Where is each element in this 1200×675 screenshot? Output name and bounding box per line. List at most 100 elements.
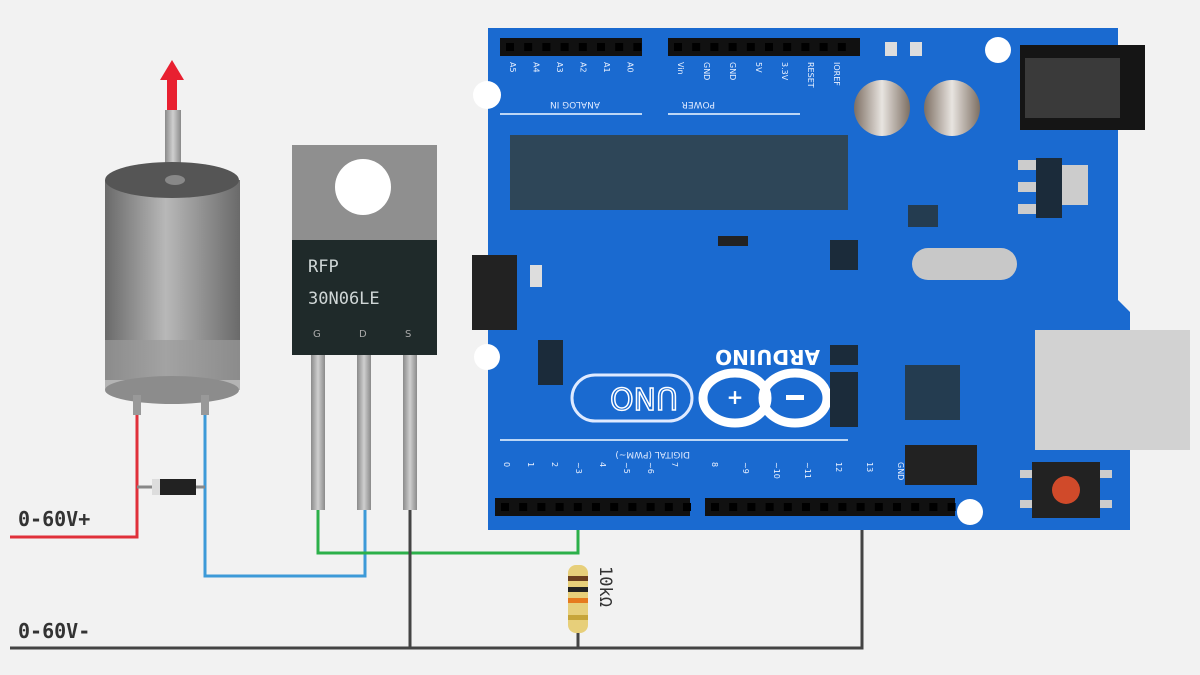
reset-button[interactable] [1020,462,1112,518]
pin-label: A4 [532,62,541,73]
pin-label: GND [896,462,905,480]
pin-label: IOREF [832,62,841,86]
pin-label: 12 [834,462,843,472]
wire-positive [10,400,139,539]
pin-label: A1 [602,62,611,73]
pin-label: Vin [676,62,685,75]
header-pin-socket[interactable] [929,503,938,511]
header-pin-socket[interactable] [615,43,624,51]
resistor: 10kΩ [568,565,615,633]
pin-label: GND [702,62,711,80]
header-pin-socket[interactable] [542,43,551,51]
analog-header [500,38,642,56]
flyback-diode [152,479,196,495]
header-pin-socket[interactable] [729,503,738,511]
header-pin-socket[interactable] [711,503,719,511]
pin-label: 5V [754,62,763,73]
header-pin-socket[interactable] [856,503,865,511]
atmega-chip [510,135,848,210]
header-pin-socket[interactable] [519,503,528,511]
header-pin-socket[interactable] [947,503,956,511]
capacitor [854,80,910,136]
mosfet-pin-d: D [359,329,367,340]
header-pin-socket[interactable] [820,503,829,511]
pin-label: A2 [579,62,588,73]
power-label: POWER [682,99,715,109]
header-pin-socket[interactable] [674,43,682,51]
rotation-arrow-icon [160,60,184,110]
header-pin-socket[interactable] [837,43,846,51]
arduino-model: UNO [610,380,678,415]
header-pin-socket[interactable] [765,43,773,51]
pin-label: A3 [555,62,564,73]
header-pin-socket[interactable] [524,43,533,51]
dc-motor [105,60,240,415]
header-pin-socket[interactable] [746,43,755,51]
pin-label: GND [728,62,737,80]
header-pin-socket[interactable] [578,43,587,51]
header-pin-socket[interactable] [573,503,582,511]
header-pin-socket[interactable] [597,43,605,51]
digital-header-high [705,498,955,516]
header-pin-socket[interactable] [610,503,619,511]
pin-label: 0 [502,462,511,467]
pin-label: A0 [626,62,635,73]
pin-label: ~10 [772,462,781,479]
header-pin-socket[interactable] [633,43,642,51]
pin-label: ~9 [741,462,750,474]
pin-label: 13 [865,462,874,472]
pin-label: 3.3V [780,62,789,81]
header-pin-socket[interactable] [710,43,719,51]
crystal [912,248,1017,280]
svg-text:+: + [727,385,744,409]
analog-in-label: ANALOG IN [550,99,600,109]
mosfet-pin-g: G [313,329,321,340]
header-pin-socket[interactable] [893,503,901,511]
arduino-brand: ARDUINO [715,345,820,369]
header-pin-socket[interactable] [783,43,792,51]
pin-label: 7 [670,462,679,467]
supply-negative-label: 0-60V- [18,619,90,643]
header-pin-socket[interactable] [683,503,691,511]
header-pin-socket[interactable] [765,503,774,511]
header-pin-socket[interactable] [747,503,756,511]
header-pin-socket[interactable] [911,503,920,511]
header-pin-socket[interactable] [537,503,546,511]
header-pin-socket[interactable] [506,43,514,51]
pin-label: ~11 [803,462,812,479]
pin-label: 8 [710,462,719,467]
capacitor [924,80,980,136]
digital-label: DIGITAL (PWM~) [615,449,690,459]
pin-label: ~5 [622,462,631,474]
header-pin-socket[interactable] [628,503,637,511]
usb-port [1035,330,1190,450]
header-pin-socket[interactable] [819,43,828,51]
supply-positive-label: 0-60V+ [18,507,90,531]
pin-label: ~6 [646,462,655,474]
wire-motor-drain [203,400,367,578]
header-pin-socket[interactable] [501,503,509,511]
header-pin-socket[interactable] [560,43,569,51]
pin-label: RESET [806,62,815,88]
header-pin-socket[interactable] [728,43,737,51]
header-pin-socket[interactable] [592,503,600,511]
header-pin-socket[interactable] [801,43,810,51]
pin-label: ~3 [574,462,583,474]
resistor-value-label: 10kΩ [595,566,615,607]
header-pin-socket[interactable] [646,503,655,511]
header-pin-socket[interactable] [874,503,883,511]
pin-label: 2 [550,462,559,467]
header-pin-socket[interactable] [692,43,701,51]
header-pin-socket[interactable] [802,503,810,511]
header-pin-socket[interactable] [783,503,792,511]
mosfet-pin-s: S [405,329,411,340]
mosfet: RFP 30N06LE G D S [292,145,437,510]
wire-ground [10,505,864,650]
header-pin-socket[interactable] [555,503,564,511]
mosfet-label-line2: 30N06LE [308,289,380,309]
pin-label: 4 [598,462,607,467]
header-pin-socket[interactable] [838,503,847,511]
header-pin-socket[interactable] [664,503,673,511]
pin-label: A5 [508,62,517,73]
